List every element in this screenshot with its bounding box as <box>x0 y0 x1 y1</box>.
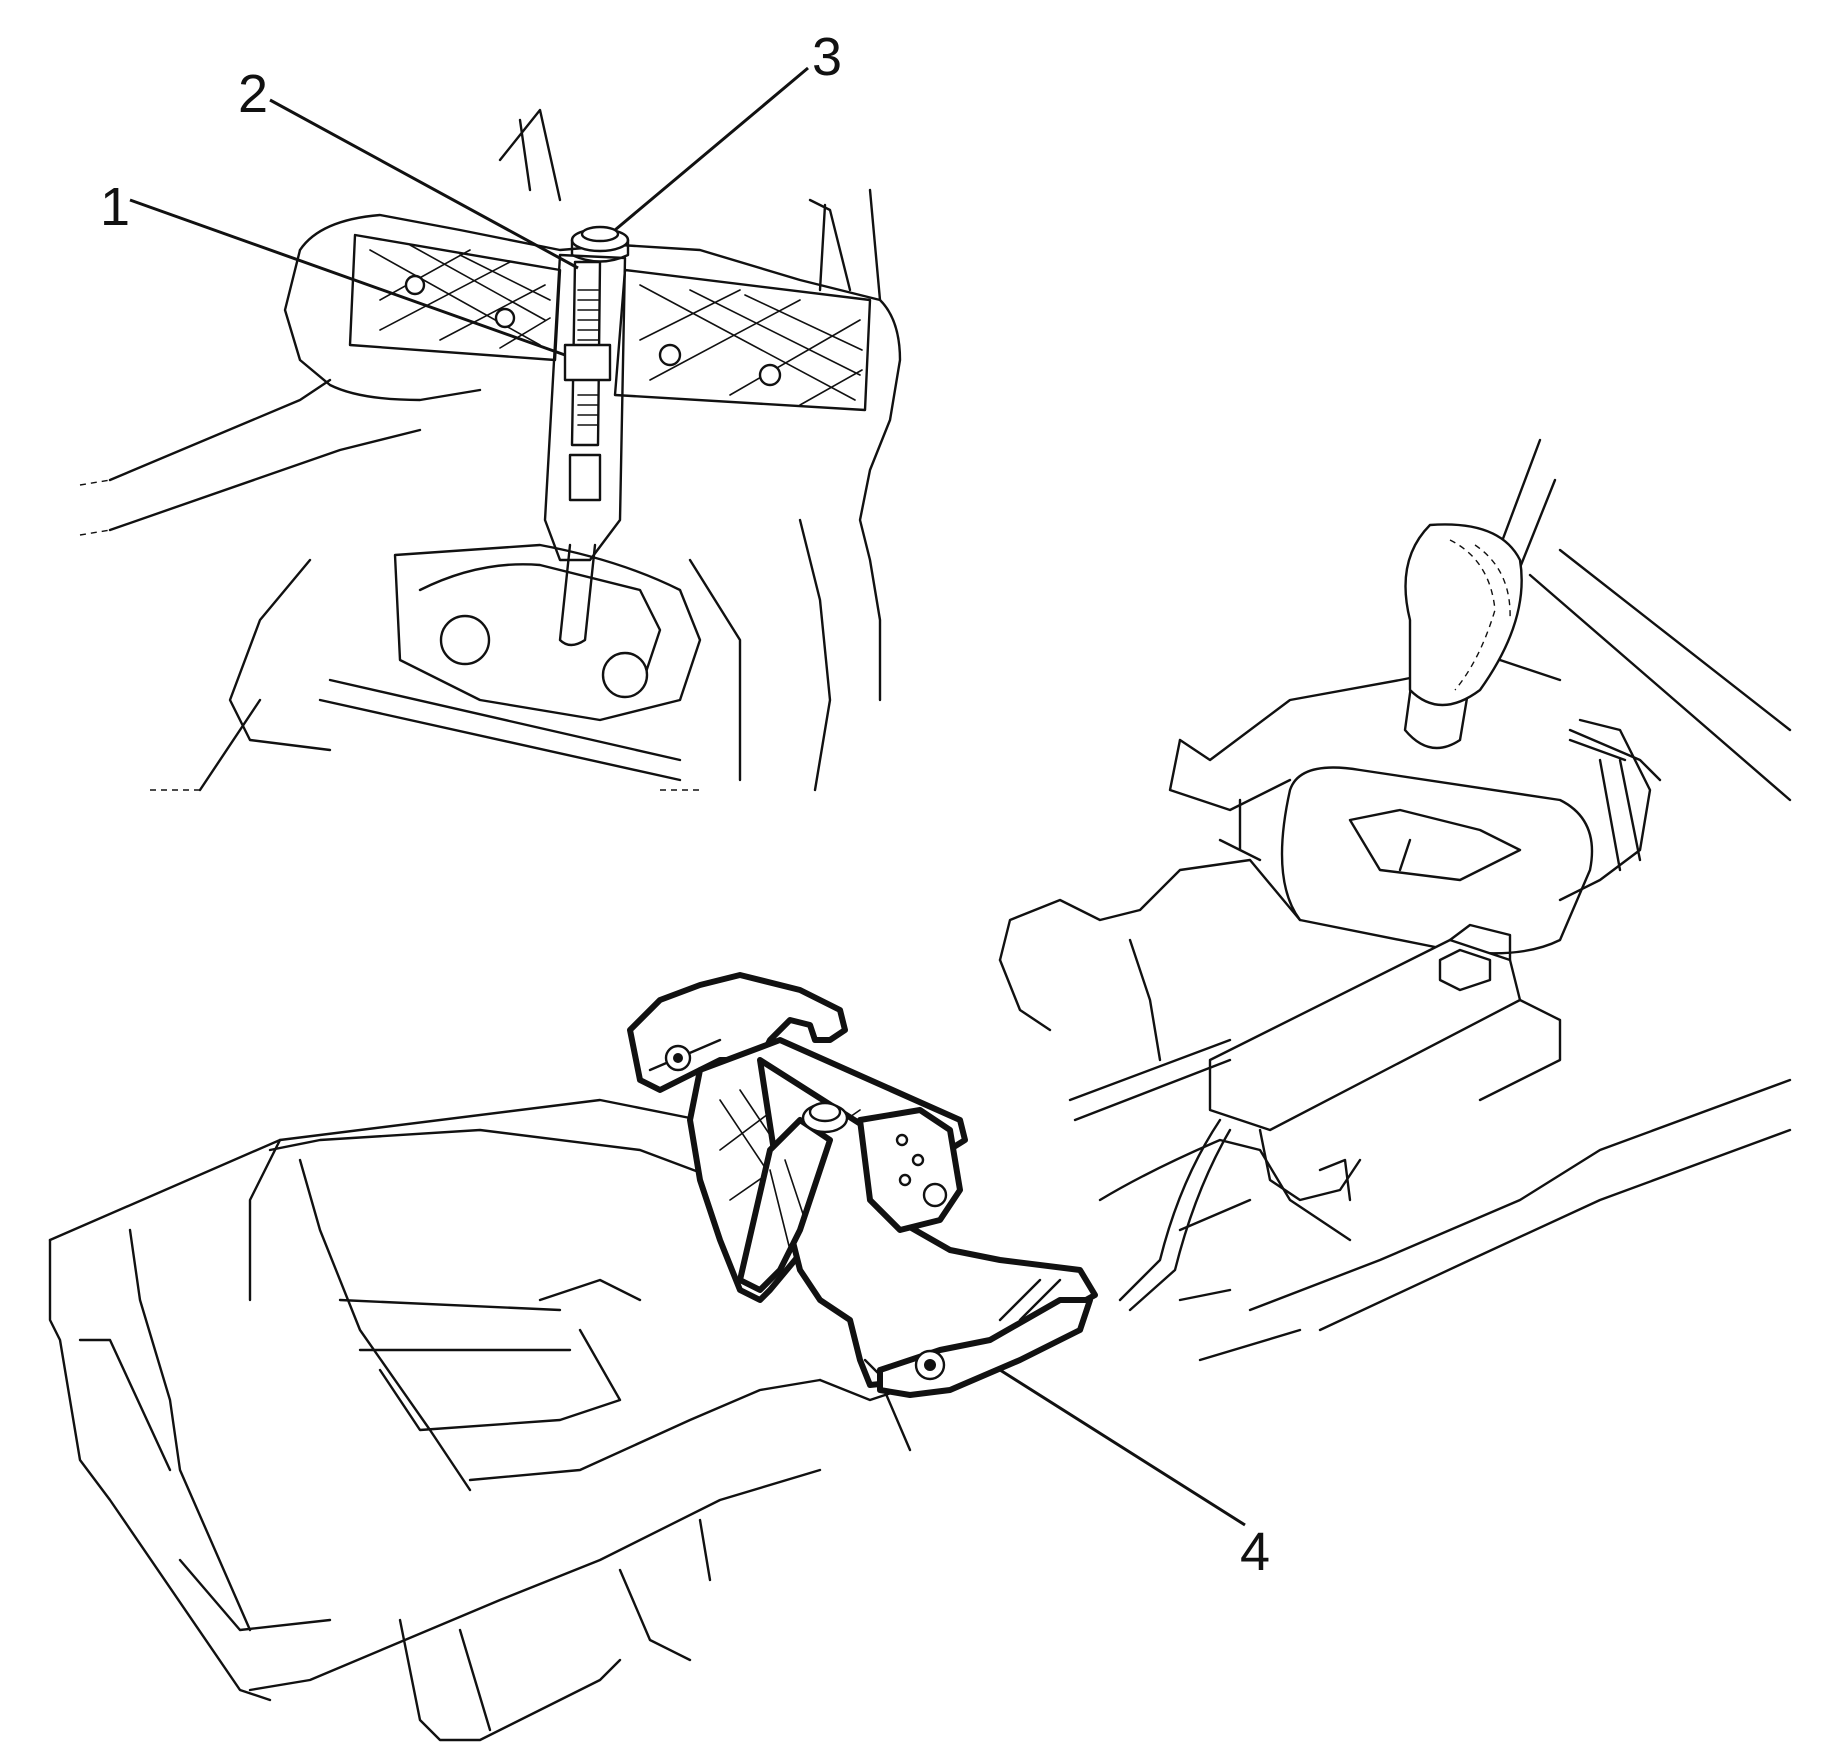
callout-2: 2 <box>238 64 268 124</box>
special-tool <box>627 972 1098 1398</box>
leader-lines <box>129 66 1246 1527</box>
leader-line-4 <box>999 1368 1246 1527</box>
callout-labels: 1 2 3 4 <box>100 27 1270 1582</box>
callout-3: 3 <box>812 27 842 87</box>
main-console-view <box>48 438 1792 1742</box>
inset-detail-view <box>79 108 902 792</box>
callout-1: 1 <box>100 177 130 237</box>
leader-line-2 <box>269 98 579 270</box>
leader-line-3 <box>614 66 809 232</box>
leader-line-1 <box>129 198 566 357</box>
callout-4: 4 <box>1240 1522 1270 1582</box>
